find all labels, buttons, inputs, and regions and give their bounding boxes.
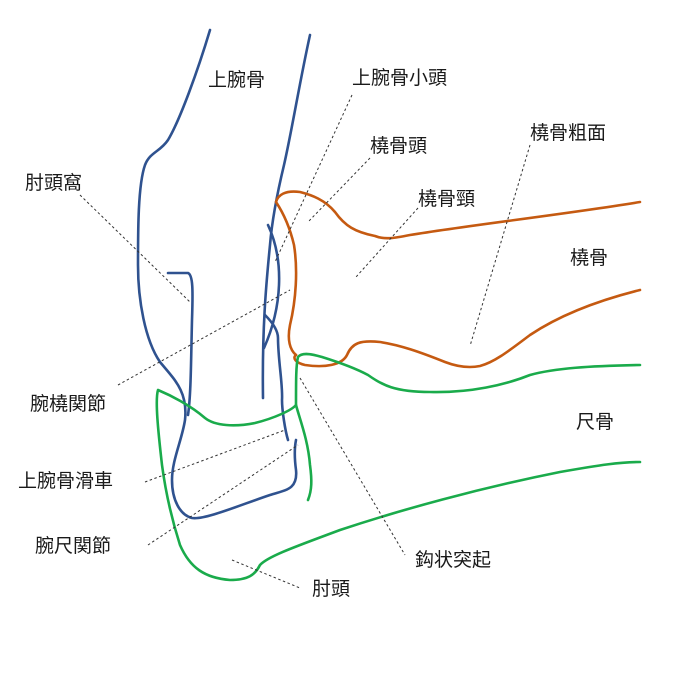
label-radial-neck: 橈骨頸 [418,188,475,210]
label-humeroulnar-joint: 腕尺関節 [35,535,111,557]
radius-lower-outline [293,288,642,369]
ulna-upper-outline [155,352,642,582]
radius-upper-outline [274,190,642,357]
label-ulna: 尺骨 [576,411,614,433]
label-radius: 橈骨 [570,247,608,269]
label-humerus: 上腕骨 [208,69,265,91]
label-olecranon: 肘頭 [312,578,350,600]
label-trochlea: 上腕骨滑車 [18,470,113,492]
leader-radial-head [307,157,371,223]
label-radial-tuberosity: 橈骨粗面 [530,122,606,144]
ulna-coronoid-outline [294,403,313,502]
radius-bone [274,190,642,369]
leader-coronoid-process [299,377,406,556]
leader-olecranon-fossa [79,194,191,303]
humerus-olecranon-fossa-outline [166,271,194,417]
label-capitulum: 上腕骨小頭 [352,67,447,89]
ulna-bone [155,352,642,582]
leader-lines [79,94,531,589]
humerus-capitulum-outline [262,223,290,442]
leader-olecranon [231,559,301,589]
leader-capitulum [274,94,353,263]
labels: 上腕骨 上腕骨小頭 橈骨頭 橈骨粗面 肘頭窩 橈骨頸 橈骨 腕橈関節 尺骨 上腕… [18,67,614,600]
leader-trochlea [144,429,286,483]
leader-humeroulnar-joint [147,444,299,546]
leader-radial-neck [355,207,419,278]
label-radial-head: 橈骨頭 [370,135,427,157]
humerus-anterior-outline [261,33,312,400]
humerus-posterior-outline [136,28,298,520]
humerus-bone [136,28,312,520]
leader-radial-tuberosity [469,144,531,347]
label-olecranon-fossa: 肘頭窩 [25,172,82,194]
label-coronoid-process: 鈎状突起 [415,549,491,571]
label-humeroradial-joint: 腕橈関節 [30,393,106,415]
